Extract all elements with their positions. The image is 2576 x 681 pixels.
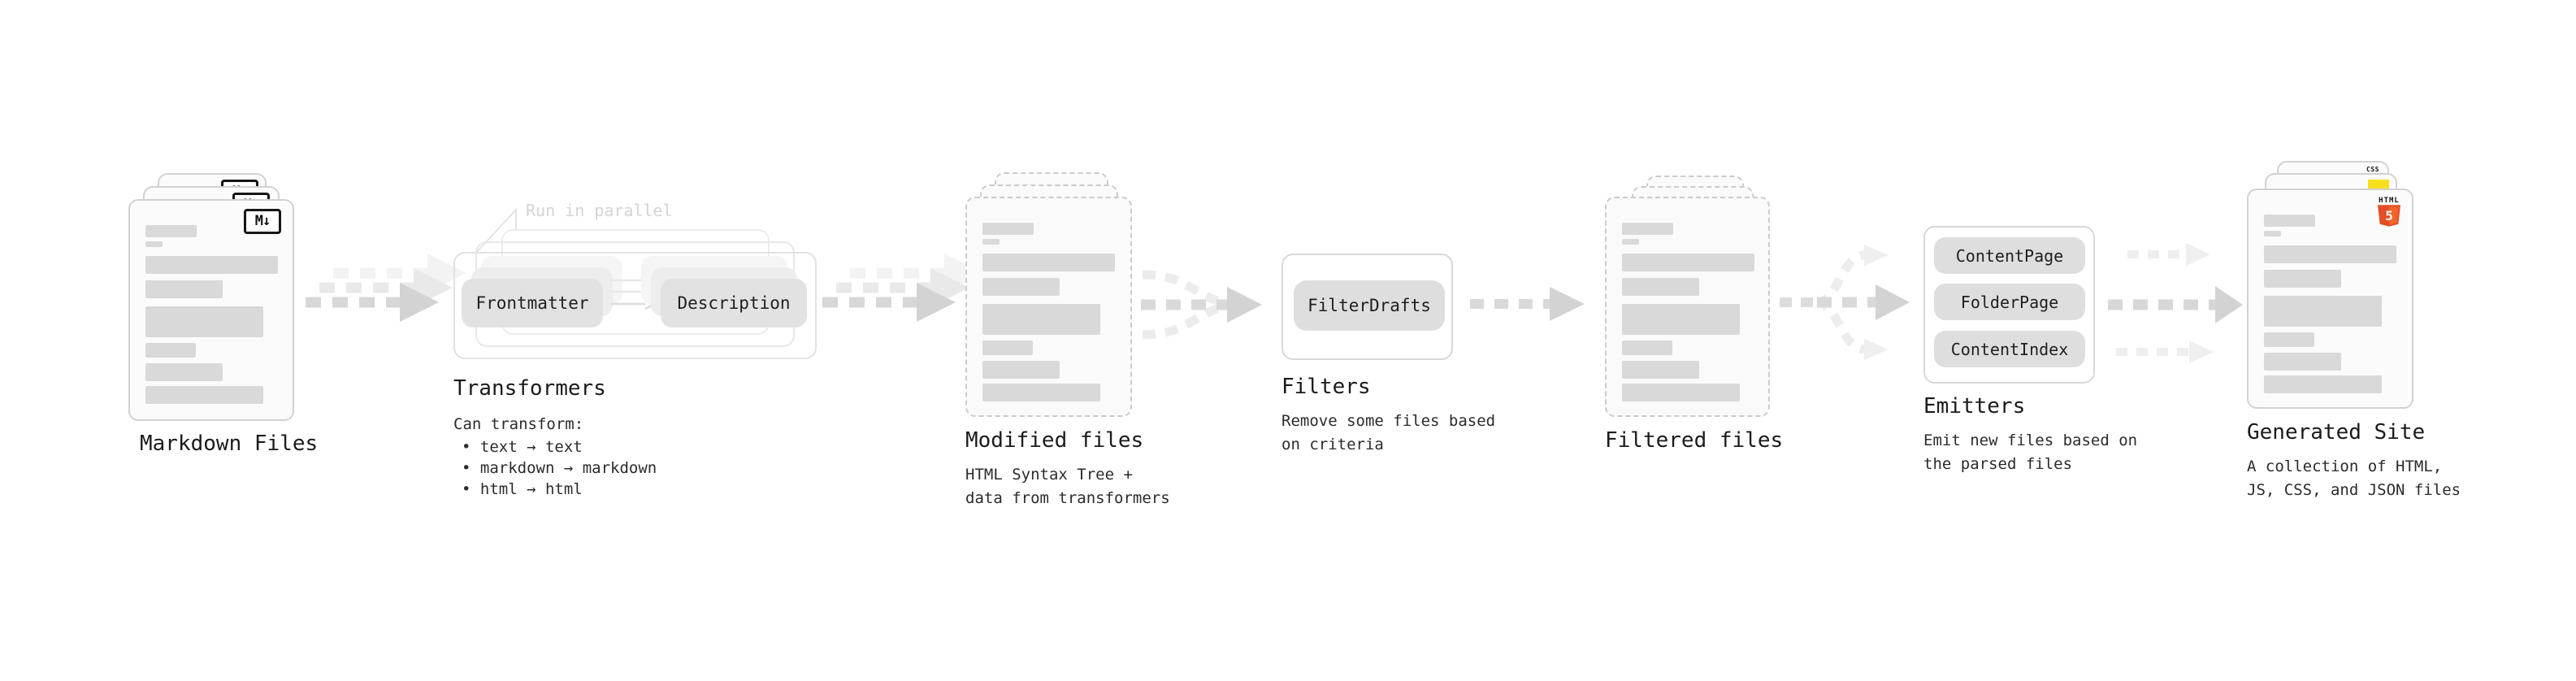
placeholder-bar [982,239,1000,245]
generated-site-label: Generated Site [2247,420,2426,445]
placeholder-bar [2264,296,2382,327]
placeholder-bar [1622,278,1699,296]
placeholder-bar [982,304,1100,335]
placeholder-bar [2264,270,2341,288]
transformers-label: Transformers [453,376,606,401]
placeholder-bar [145,241,163,247]
filtered-files-label: Filtered files [1605,428,1784,453]
placeholder-bar [145,280,223,298]
svg-text:5: 5 [2385,208,2393,223]
arrow-transformers-to-modified [822,254,983,322]
placeholder-bar [982,384,1100,401]
generated-site-desc: A collection of HTML, JS, CSS, and JSON … [2247,458,2461,499]
markdown-icon: M↓ [244,209,281,234]
placeholder-bar [145,343,196,358]
transformers-bullets: • text → text • markdown → markdown • ht… [462,438,657,498]
placeholder-bar [145,225,197,237]
markdown-files-label: Markdown Files [140,432,319,456]
placeholder-bar [1622,361,1699,379]
transformer-frame-front [453,252,817,359]
emitters-label: Emitters [1923,394,2026,419]
placeholder-bar [2264,245,2396,263]
placeholder-bar [1622,340,1672,355]
file-content-placeholder [2264,215,2396,393]
filters-label: Filters [1281,375,1371,399]
placeholder-bar [145,256,278,274]
arrow-emitters-to-site [2108,243,2243,363]
placeholder-bar [2264,353,2341,371]
arrow-markdown-to-transformers [306,254,466,322]
run-in-parallel-leader-line [475,207,517,254]
run-in-parallel-annotation: Run in parallel [526,201,673,220]
placeholder-bar [145,306,263,337]
file-card-front: HTML 5 [2247,189,2413,409]
modified-files-label: Modified files [965,428,1144,453]
placeholder-bar [1622,223,1673,235]
arrow-filtered-to-emitters [1780,245,1910,360]
file-content-placeholder [982,223,1115,401]
placeholder-bar [1622,239,1639,245]
transformers-desc-title: Can transform: [453,415,584,433]
placeholder-bar [982,254,1115,271]
html5-shield: 5 [2378,205,2400,227]
contentpage-pill: ContentPage [1934,237,2085,274]
file-card-front [1605,197,1770,417]
file-card-front [965,197,1132,417]
frontmatter-pill: Frontmatter [462,279,603,327]
arrow-modified-to-filters [1141,270,1262,340]
placeholder-bar [982,361,1060,379]
placeholder-bar [982,340,1033,355]
placeholder-bar [2264,231,2281,236]
file-content-placeholder [1622,223,1754,401]
folderpage-pill: FolderPage [1934,284,2085,320]
contentindex-pill: ContentIndex [1934,331,2085,367]
placeholder-bar [1622,384,1740,401]
placeholder-bar [2264,375,2382,393]
placeholder-bar [145,363,223,381]
placeholder-bar [982,223,1034,235]
description-pill: Description [661,279,807,327]
modified-files-desc: HTML Syntax Tree + data from transformer… [965,466,1170,507]
placeholder-bar [1622,254,1754,271]
placeholder-bar [2264,215,2315,227]
filterdrafts-pill: FilterDrafts [1294,280,1445,331]
html5-icon: HTML 5 [2376,197,2402,230]
placeholder-bar [982,278,1060,296]
js-badge [2368,180,2389,190]
placeholder-bar [145,386,263,404]
arrow-filters-to-filtered [1470,287,1585,321]
placeholder-bar [1622,304,1740,335]
placeholder-bar [2264,332,2314,347]
file-content-placeholder [145,225,278,404]
file-card-front: M↓ [128,199,294,421]
emitters-desc: Emit new files based on the parsed files [1923,432,2138,473]
filters-desc: Remove some files based on criteria [1281,412,1496,453]
